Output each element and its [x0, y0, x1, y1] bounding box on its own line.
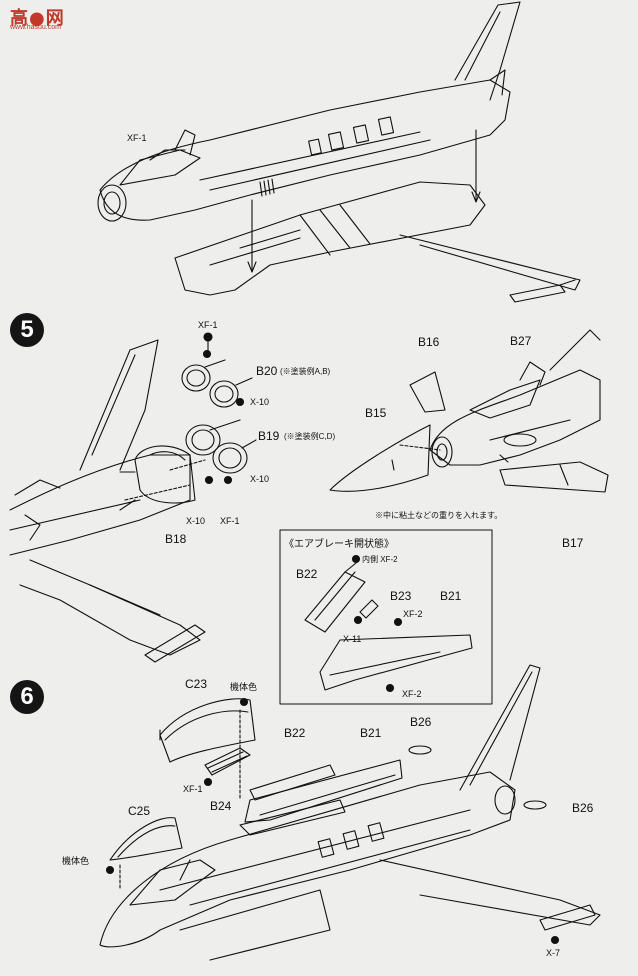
label-xf2-b: XF-2	[402, 689, 422, 699]
label-b26-b: B26	[572, 801, 594, 815]
label-x7: X-7	[546, 948, 561, 958]
label-b24: B24	[210, 799, 232, 813]
airbrake-panel-title: 《エアブレーキ開状態》	[284, 539, 394, 550]
step6-canopies	[105, 697, 560, 945]
label-b27: B27	[510, 334, 532, 348]
label-x10-c: X-10	[186, 516, 206, 526]
airbrake-panel-frame	[279, 529, 493, 705]
label-xf1-s6: XF-1	[183, 784, 203, 794]
label-c25: C25	[128, 804, 151, 818]
label-xf2-a: XF-2	[403, 609, 423, 619]
label-inner-xf2: 内側 XF-2	[362, 555, 398, 564]
label-b17: B17	[562, 536, 584, 550]
label-x11: X-11	[343, 634, 362, 644]
label-x10-a: X-10	[250, 397, 270, 407]
step-number-6: 6	[10, 680, 44, 714]
label-b21: B21	[360, 726, 382, 740]
label-b18: B18	[165, 532, 187, 546]
label-body-color-1: 機体色	[230, 682, 258, 692]
airbrake-detail	[304, 554, 473, 693]
fuselage-top	[97, 1, 521, 273]
logo-url: www.hasuu.com	[10, 24, 61, 31]
label-b19-note: (※塗装例C,D)	[284, 432, 336, 441]
label-b19: B19	[258, 429, 280, 443]
step-number-5: 5	[10, 313, 44, 347]
label-b26-a: B26	[410, 715, 432, 729]
step6-fuselage	[99, 664, 601, 961]
step5-left-fuselage	[9, 339, 206, 663]
logo-text: 高●网	[10, 8, 65, 29]
label-body-color-2: 機体色	[62, 856, 90, 866]
label-c23: C23	[185, 677, 208, 691]
step5-nose-section	[329, 329, 609, 493]
label-xf1-s5: XF-1	[198, 320, 218, 330]
label-b20-note: (※塗装例A,B)	[280, 367, 331, 376]
label-x10-b: X-10	[250, 474, 270, 484]
label-xf1-top: XF-1	[127, 133, 147, 143]
label-b22: B22	[284, 726, 306, 740]
label-b21-panel: B21	[440, 589, 462, 603]
label-weight-note: ※中に粘土などの重りを入れます。	[375, 511, 503, 520]
label-b22-panel: B22	[296, 567, 318, 581]
label-b20: B20	[256, 364, 278, 378]
wing-lower-top	[174, 181, 581, 303]
watermark-logo: 高●网 www.hasuu.com	[4, 4, 72, 34]
label-b15: B15	[365, 406, 387, 420]
label-b23: B23	[390, 589, 412, 603]
label-b16: B16	[418, 335, 440, 349]
label-xf1-c: XF-1	[220, 516, 240, 526]
step5-nozzles	[181, 332, 257, 485]
